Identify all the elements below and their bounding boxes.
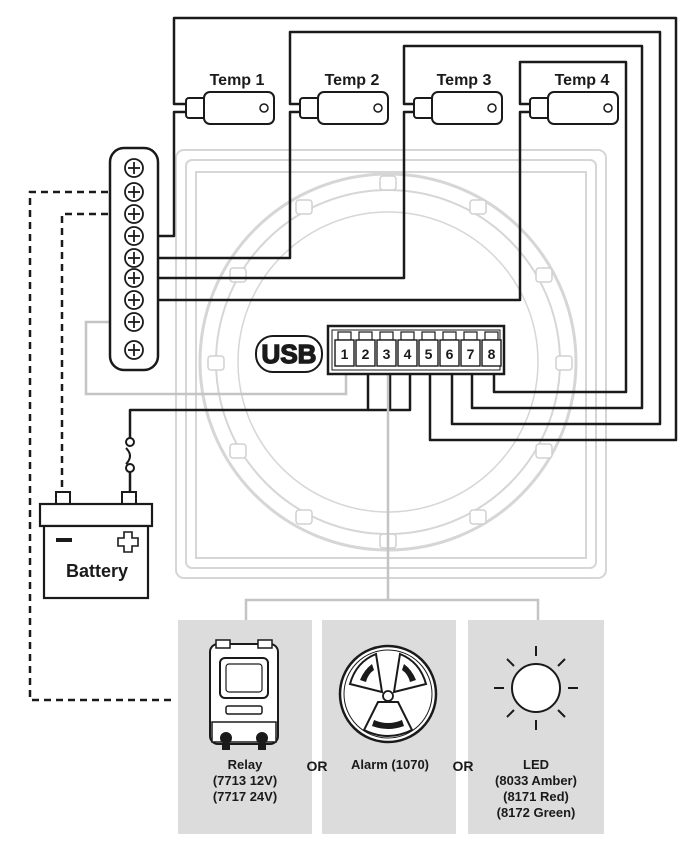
sensor-wires xyxy=(128,16,678,500)
temp-sensor-3: Temp 3 xyxy=(413,72,503,125)
or-label-2: OR xyxy=(453,758,474,774)
relay-model-24v: (7717 24V) xyxy=(213,789,277,804)
sun-icon xyxy=(494,646,578,730)
terminal-8: 8 xyxy=(481,331,502,367)
terminal-7: 7 xyxy=(460,331,481,367)
temp-sensor-1: Temp 1 xyxy=(185,72,275,125)
terminal-number: 1 xyxy=(341,346,349,362)
terminal-number: 6 xyxy=(446,346,454,362)
alarm-icon xyxy=(338,644,438,744)
temp-sensor-label: Temp 4 xyxy=(555,72,610,89)
led-red: (8171 Red) xyxy=(503,789,569,804)
led-amber: (8033 Amber) xyxy=(495,773,577,788)
fuse-icon xyxy=(125,437,135,473)
terminal-number: 7 xyxy=(467,346,475,362)
battery: Battery xyxy=(38,491,154,600)
terminal-1: 1 xyxy=(334,331,355,367)
usb-badge: USB xyxy=(255,335,323,373)
terminal-5: 5 xyxy=(418,331,439,367)
relay-title: Relay xyxy=(228,757,263,772)
battery-label: Battery xyxy=(66,561,128,581)
temp-sensor-4: Temp 4 xyxy=(529,72,619,125)
plus-icon xyxy=(117,531,139,553)
terminal-number: 8 xyxy=(488,346,496,362)
terminal-6: 6 xyxy=(439,331,460,367)
relay-model-12v: (7713 12V) xyxy=(213,773,277,788)
temp-sensor-2: Temp 2 xyxy=(299,72,389,125)
terminal-3: 3 xyxy=(376,331,397,367)
terminal-2: 2 xyxy=(355,331,376,367)
relay-icon xyxy=(209,639,279,750)
terminal-number: 4 xyxy=(404,346,412,362)
or-label-1: OR xyxy=(307,758,328,774)
bezel-tabs xyxy=(207,175,573,549)
terminal-4: 4 xyxy=(397,331,418,367)
terminal-number: 2 xyxy=(362,346,370,362)
alarm-title: Alarm (1070) xyxy=(351,757,429,772)
usb-label: USB xyxy=(262,339,317,369)
led-title: LED xyxy=(523,757,549,772)
bus-bar xyxy=(108,146,160,372)
terminal-number: 3 xyxy=(383,346,391,362)
minus-icon xyxy=(56,538,72,542)
terminal-number: 5 xyxy=(425,346,433,362)
temp-sensor-label: Temp 3 xyxy=(437,72,492,89)
temp-sensor-label: Temp 2 xyxy=(325,72,380,89)
gray-wires xyxy=(84,320,540,620)
led-green: (8172 Green) xyxy=(497,805,576,820)
temp-sensor-label: Temp 1 xyxy=(210,72,265,89)
